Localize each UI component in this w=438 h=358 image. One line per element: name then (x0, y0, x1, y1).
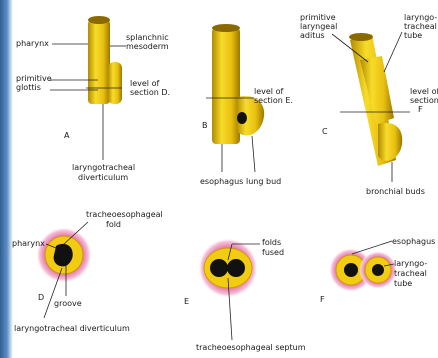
label-mesoderm: mesoderm (126, 42, 169, 51)
section-e-lumen-right (227, 259, 245, 277)
label-pharynx-a: pharynx (16, 39, 49, 48)
label-section-c: section (410, 96, 438, 105)
label-fold: fold (106, 220, 121, 229)
label-section-b: section E. (254, 96, 293, 105)
panel-f-drawing (329, 248, 397, 292)
label-bronchial-buds: bronchial buds (366, 187, 425, 196)
esophagus-tube-b (212, 28, 240, 144)
label-level-a: level of (130, 79, 159, 88)
label-folds: folds (262, 238, 281, 247)
label-tube-c: tube (404, 31, 422, 40)
label-fused: fused (262, 248, 284, 257)
label-section-a: section D. (130, 88, 170, 97)
panel-letter-a: A (64, 131, 70, 140)
label-pharynx-d: pharynx (12, 239, 45, 248)
label-splanchnic: splanchnic (126, 33, 169, 42)
label-laryngo-f: laryngo- (394, 259, 427, 268)
label-tube-f: tube (394, 279, 412, 288)
panel-letter-f: F (320, 295, 325, 304)
label-esophagus-b: esophagus (200, 177, 243, 186)
label-diverticulum-a: diverticulum (78, 173, 128, 182)
label-tracheoesophageal-septum: tracheoesophageal septum (196, 343, 306, 352)
label-glottis: glottis (16, 83, 41, 92)
panel-letter-d: D (38, 293, 44, 302)
label-lung-bud: lung bud (246, 177, 281, 186)
label-laryngeal-c: laryngeal (300, 22, 337, 31)
section-e-lumen-left (210, 259, 228, 277)
panel-e-drawing (198, 238, 258, 298)
label-tracheal-f: tracheal (394, 269, 427, 278)
label-laryngotracheal-a: laryngotracheal (72, 163, 135, 172)
panel-letter-c: C (322, 127, 328, 136)
label-primitive-c: primitive (300, 13, 336, 22)
label-laryngotracheal-diverticulum-d: laryngotracheal diverticulum (14, 324, 130, 333)
label-groove: groove (54, 299, 82, 308)
pharynx-opening (88, 16, 110, 24)
label-tracheoesophageal-fold: tracheoesophageal (86, 210, 163, 219)
label-level-b: level of (254, 87, 283, 96)
diverticulum-shape (108, 62, 122, 104)
label-primitive: primitive (16, 74, 52, 83)
panel-b-drawing (206, 24, 264, 144)
pharynx-tube (88, 20, 110, 104)
panel-a-drawing (86, 16, 122, 104)
label-laryngo-c: laryngo- (404, 13, 437, 22)
label-f-c: F (418, 105, 423, 114)
panel-c-drawing (340, 33, 410, 166)
label-esophagus-f: esophagus (392, 237, 435, 246)
label-tracheal-c: tracheal (404, 22, 437, 31)
bronchial-bud-shape (378, 123, 402, 161)
panel-letter-e: E (184, 297, 189, 306)
panel-letter-b: B (202, 121, 208, 130)
label-aditus-c: aditus (300, 31, 325, 40)
label-level-c: level of (410, 87, 438, 96)
panel-d-drawing (36, 227, 92, 283)
